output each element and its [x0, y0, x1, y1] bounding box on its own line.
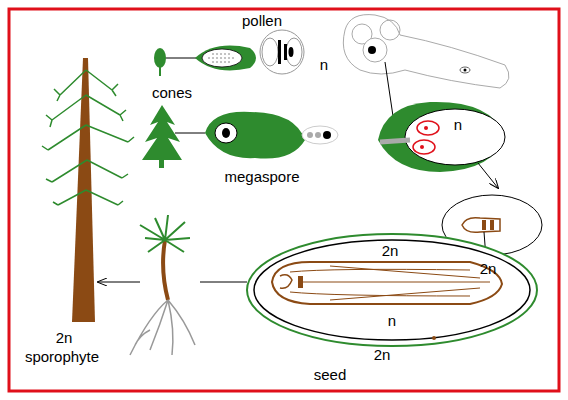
stage-label: sporophyte: [25, 349, 99, 364]
stage-label: pollen: [242, 13, 282, 28]
ploidy-label: 2n: [480, 261, 497, 276]
ploidy-label: n: [320, 57, 328, 72]
ploidy-label: 2n: [374, 347, 391, 362]
flow-line: [200, 282, 247, 283]
seedling: [130, 215, 195, 355]
ploidy-label: n: [454, 117, 462, 132]
megaspore-dots: [302, 126, 338, 144]
flow-arrow: [98, 282, 140, 283]
part-label: cones: [152, 85, 192, 100]
frame-border: [9, 9, 559, 391]
ploidy-label: n: [388, 313, 396, 328]
ploidy-label: 2n: [382, 243, 399, 258]
flow-arrow: [478, 163, 498, 188]
part-label: megaspore: [224, 169, 299, 184]
seed: [247, 234, 537, 346]
pollen-grain: [260, 30, 304, 74]
seed-cone: [142, 105, 305, 168]
pollen-cone: [154, 46, 256, 76]
ovule: [378, 102, 505, 172]
stage-label: seed: [314, 367, 347, 382]
ploidy-label: 2n: [56, 330, 73, 345]
